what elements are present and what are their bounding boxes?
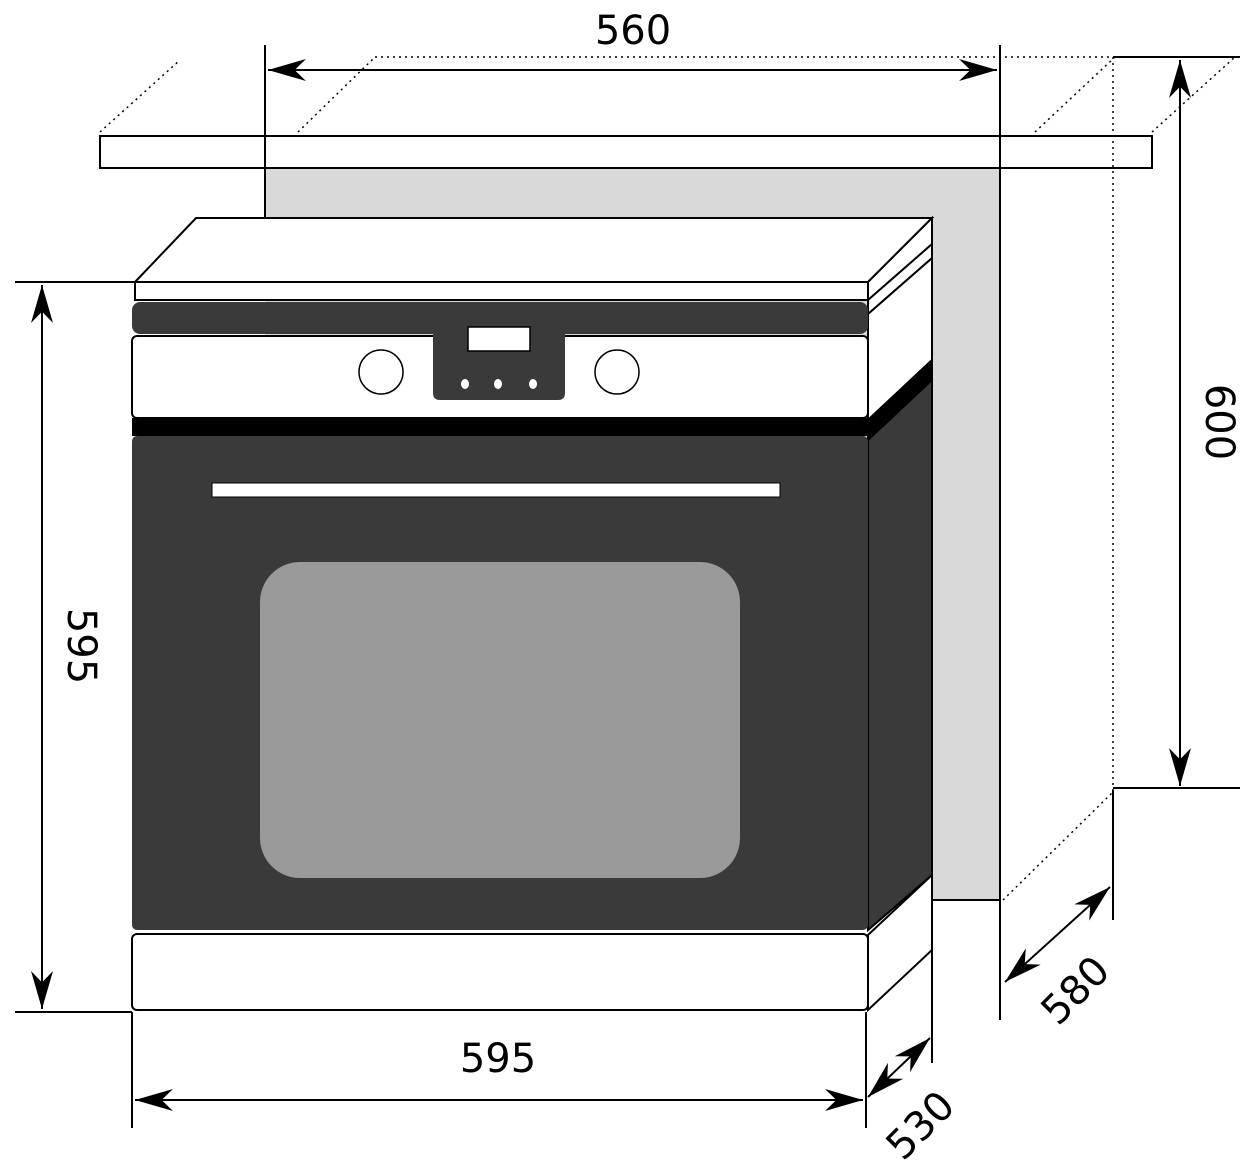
- oven-height-label: 595: [58, 608, 104, 684]
- oven: [131, 215, 935, 1013]
- display-screen: [467, 326, 531, 352]
- niche-width-label: 560: [595, 8, 671, 54]
- oven-dark-band: [132, 302, 868, 334]
- oven-depth-label: 530: [878, 1083, 965, 1161]
- button: [494, 379, 502, 389]
- button: [461, 379, 469, 389]
- button: [529, 379, 537, 389]
- left-knob: [358, 349, 404, 395]
- countertop: [99, 56, 1236, 901]
- door-window: [260, 562, 740, 878]
- oven-top-trim: [134, 281, 869, 301]
- niche-depth-label: 580: [1033, 948, 1120, 1035]
- oven-width-label: 595: [460, 1036, 536, 1082]
- niche-height-label: 600: [1196, 384, 1242, 460]
- oven-top-face: [132, 217, 935, 283]
- door-handle: [211, 482, 781, 498]
- right-knob: [594, 349, 640, 395]
- bottom-drawer: [131, 933, 869, 1011]
